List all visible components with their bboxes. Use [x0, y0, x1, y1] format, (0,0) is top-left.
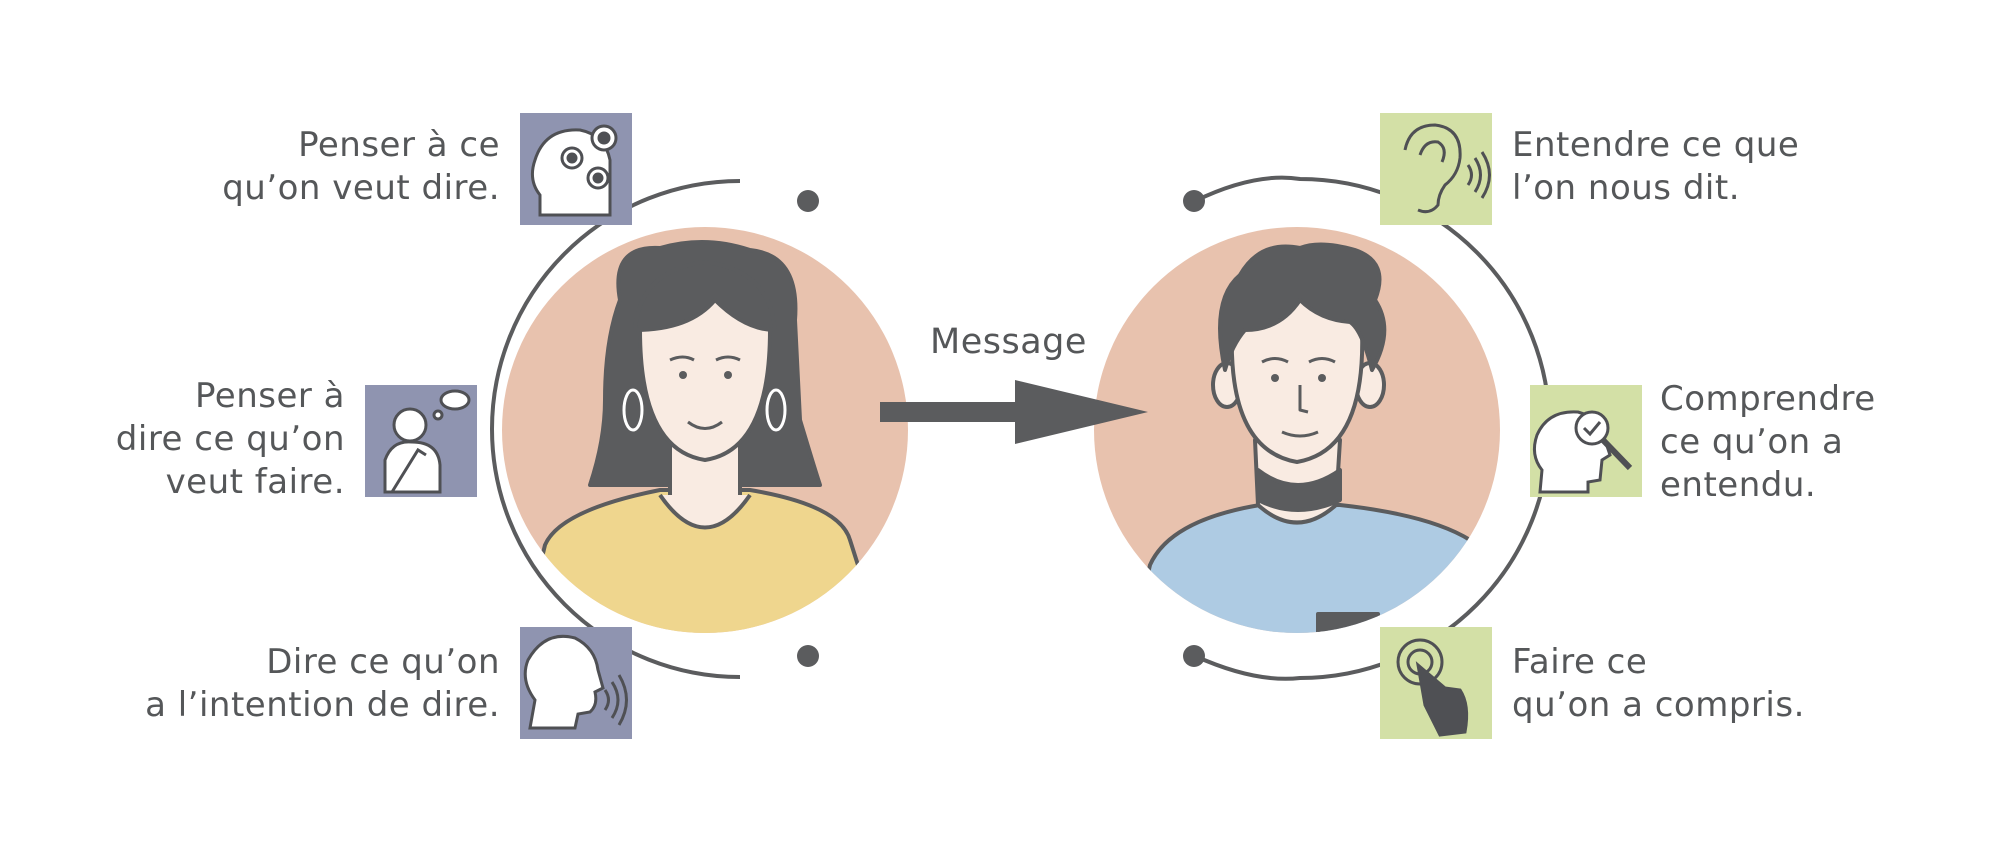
receiver-step-2-label: Comprendre ce qu’on a entendu. [1660, 379, 1876, 505]
head-gears-icon [530, 124, 618, 217]
receiver-step-3-label: Faire ce qu’on a compris. [1512, 642, 1805, 725]
thinking-person-icon [383, 389, 471, 494]
message-label: Message [930, 322, 1087, 362]
woman-avatar [502, 227, 908, 633]
sender-ring-dot-top [797, 190, 819, 212]
sender-icon-box-2 [365, 385, 477, 497]
sender-ring-dot-bottom [797, 645, 819, 667]
receiver-icon-box-3 [1380, 627, 1492, 739]
sender-step-1-label: Penser à ce qu’on veut dire. [222, 125, 500, 208]
receiver-icon-box-1 [1380, 113, 1492, 225]
receiver-step-1-label: Entendre ce que l’on nous dit. [1512, 125, 1800, 208]
ear-icon [1403, 123, 1491, 214]
sender-step-2-label: Penser à dire ce qu’on veut faire. [115, 376, 345, 502]
receiver-icon-box-2 [1530, 385, 1642, 497]
sender-icon-box-1 [520, 113, 632, 225]
sender-step-3-label: Dire ce qu’on a l’intention de dire. [145, 642, 500, 725]
receiver-ring-dot-bottom [1183, 645, 1205, 667]
head-magnifier-icon [1532, 410, 1633, 494]
sender-icon-box-3 [520, 627, 632, 739]
man-avatar [1094, 227, 1500, 633]
finger-press-icon [1396, 638, 1469, 737]
receiver-ring-dot-top [1183, 190, 1205, 212]
speaking-head-icon [523, 634, 628, 730]
message-arrow [880, 380, 1148, 444]
